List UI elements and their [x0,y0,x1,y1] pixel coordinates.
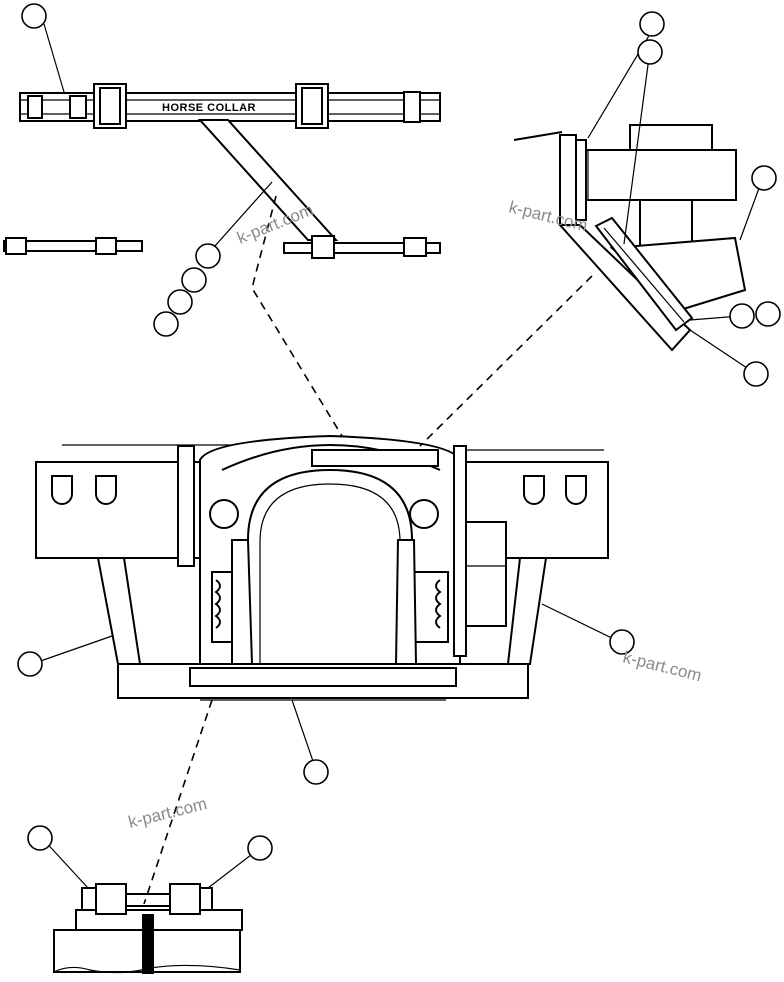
callout-circle [751,165,777,191]
callout-circle [17,651,43,677]
callout-circle [639,11,665,37]
horse-collar-label: HORSE COLLAR [162,102,256,114]
main-frame [35,434,609,701]
callout-circle [247,835,273,861]
callout-circle [167,289,193,315]
watermark-text: k-part.com [621,647,704,685]
callout-circle [195,243,221,269]
callout-circle [637,39,663,65]
callout-circle [181,267,207,293]
callout-circle [729,303,755,329]
callout-circle [27,825,53,851]
callout-circle [755,301,781,327]
dashed-leaders [143,195,593,905]
callout-circle [21,3,47,29]
bottom-left-detail [53,883,243,974]
callout-leader-lines [31,23,763,889]
watermark-text: k-part.com [126,794,209,832]
callout-circle [743,361,769,387]
callout-circle [153,311,179,337]
horse-collar-assembly: HORSE COLLAR [3,83,441,259]
callout-circles [17,3,781,861]
callout-circle [609,629,635,655]
callout-circle [303,759,329,785]
top-right-detail [513,124,747,352]
